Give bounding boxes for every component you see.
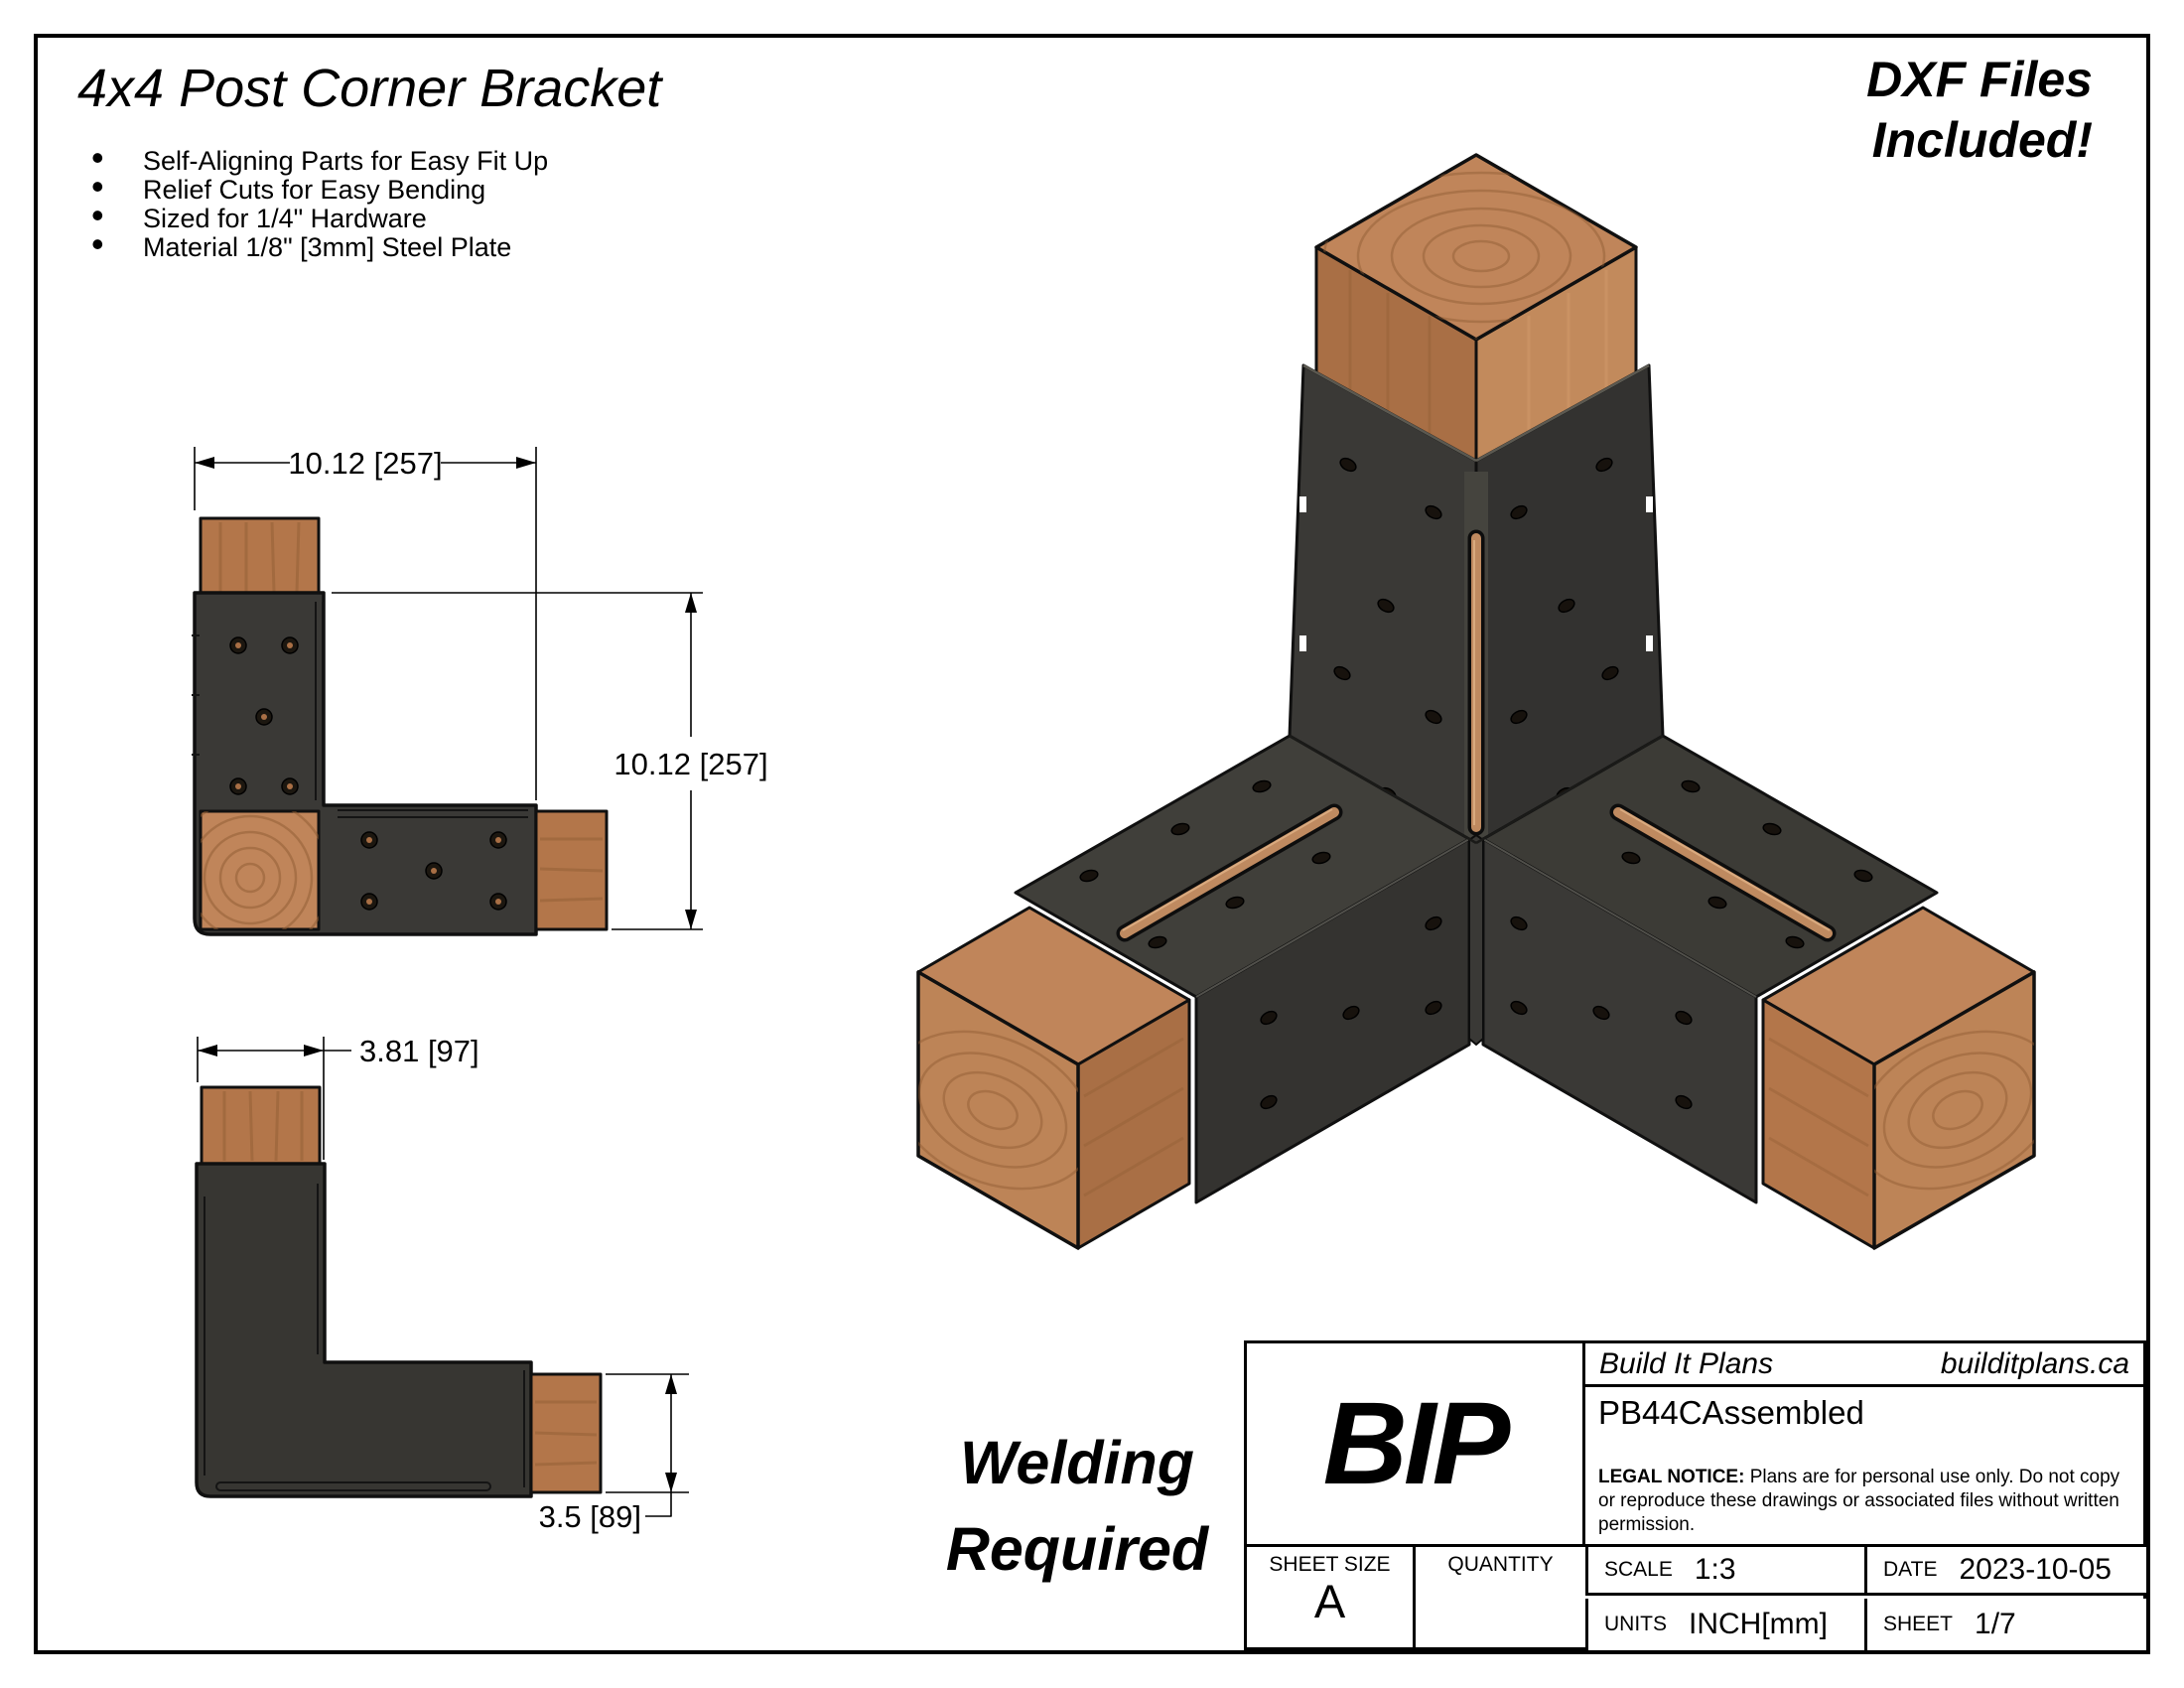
dxf-note: DXF Files Included!	[1866, 50, 2093, 171]
iso-post-left	[916, 906, 1191, 1250]
welding-note-line2: Required	[945, 1515, 1209, 1583]
top-view-post-top	[199, 516, 321, 598]
units-cell: UNITS INCH[mm]	[1585, 1599, 1867, 1650]
company-name: Build It Plans	[1599, 1346, 1774, 1380]
feature-item: Sized for 1/4" Hardware	[87, 201, 548, 233]
scale-label: SCALE	[1604, 1558, 1673, 1581]
company-row: Build It Plans builditplans.ca	[1585, 1343, 2143, 1387]
iso-holes-right	[1510, 779, 1873, 1110]
sheet-size-value: A	[1313, 1575, 1346, 1627]
dxf-note-line1: DXF Files	[1866, 52, 2093, 107]
iso-holes-left	[1079, 779, 1442, 1110]
side-view-post-right	[529, 1372, 603, 1494]
date-value: 2023-10-05	[1959, 1553, 2112, 1586]
part-cell: PB44CAssembled LEGAL NOTICE: Plans are f…	[1585, 1390, 2143, 1541]
sheet-size-label: SHEET SIZE	[1269, 1553, 1391, 1576]
top-view-holes	[229, 636, 507, 911]
iso-center-corner	[1289, 734, 1664, 1046]
sheet-label: SHEET	[1883, 1613, 1954, 1635]
iso-slot-vertical	[1467, 529, 1485, 836]
side-view-seams	[204, 1184, 525, 1491]
sheet-value: 1/7	[1975, 1608, 2016, 1640]
dimension-top-width-label: 10.12 [257]	[288, 446, 442, 481]
iso-edge-notches	[1299, 496, 1653, 651]
iso-view	[916, 153, 2036, 1250]
iso-sleeve-right	[1481, 734, 1939, 1204]
iso-slot-right	[1609, 803, 1837, 942]
quantity-cell: QUANTITY	[1416, 1544, 1585, 1647]
top-view-post-corner	[199, 809, 321, 931]
sheet-number-cell: SHEET 1/7	[1867, 1599, 2146, 1650]
page-title: 4x4 Post Corner Bracket	[77, 59, 662, 118]
iso-post-vertical	[1314, 153, 1638, 468]
feature-item: Relief Cuts for Easy Bending	[87, 172, 548, 205]
feature-list: Self-Aligning Parts for Easy Fit Up Reli…	[87, 143, 548, 262]
dxf-note-line2: Included!	[1871, 112, 2093, 168]
part-name: PB44CAssembled	[1598, 1394, 1864, 1431]
quantity-label: QUANTITY	[1447, 1553, 1554, 1576]
date-label: DATE	[1883, 1558, 1938, 1581]
top-view-post-right	[534, 809, 609, 931]
side-view-post-top	[200, 1085, 322, 1166]
date-cell: DATE 2023-10-05	[1867, 1544, 2146, 1596]
feature-item: Self-Aligning Parts for Easy Fit Up	[87, 143, 548, 176]
iso-slot-left	[1116, 803, 1343, 942]
scale-cell: SCALE 1:3	[1585, 1544, 1867, 1596]
units-value: INCH[mm]	[1689, 1608, 1828, 1640]
side-view-bracket	[195, 1162, 533, 1498]
company-logo: BIP	[1247, 1343, 1585, 1544]
top-view: 10.12 [257] 10.12 [257]	[192, 446, 768, 936]
dimension-top-width	[194, 447, 537, 800]
top-view-seams	[192, 602, 528, 818]
company-website: builditplans.ca	[1940, 1346, 2129, 1380]
scale-value: 1:3	[1694, 1553, 1736, 1586]
welding-note-line1: Welding	[959, 1429, 1195, 1496]
dimension-side-width	[197, 1037, 351, 1160]
sheet-size-cell: SHEET SIZE A	[1247, 1544, 1416, 1647]
welding-note: Welding Required	[874, 1420, 1281, 1593]
legal-notice-text: Plans are for personal use only. Do not …	[1598, 1467, 2120, 1535]
side-view: 3.81 [97] 3.5 [89]	[195, 1034, 689, 1534]
legal-notice-lead: LEGAL NOTICE:	[1598, 1467, 1745, 1487]
logo-text: BIP	[1322, 1378, 1511, 1509]
dimension-side-post	[606, 1373, 689, 1517]
dimension-side-width-label: 3.81 [97]	[359, 1034, 479, 1068]
dimension-side-post-label: 3.5 [89]	[539, 1499, 641, 1534]
iso-sleeve-left	[1014, 734, 1471, 1204]
dimension-top-height-label: 10.12 [257]	[614, 747, 767, 781]
iso-post-right	[1761, 906, 2036, 1250]
units-label: UNITS	[1604, 1613, 1667, 1635]
sheet-border	[34, 34, 2150, 1654]
legal-notice: LEGAL NOTICE: Plans are for personal use…	[1598, 1466, 2137, 1537]
title-block: BIP Build It Plans builditplans.ca PB44C…	[1244, 1340, 2146, 1650]
feature-item: Material 1/8" [3mm] Steel Plate	[87, 229, 548, 262]
dimension-top-height	[332, 592, 703, 930]
